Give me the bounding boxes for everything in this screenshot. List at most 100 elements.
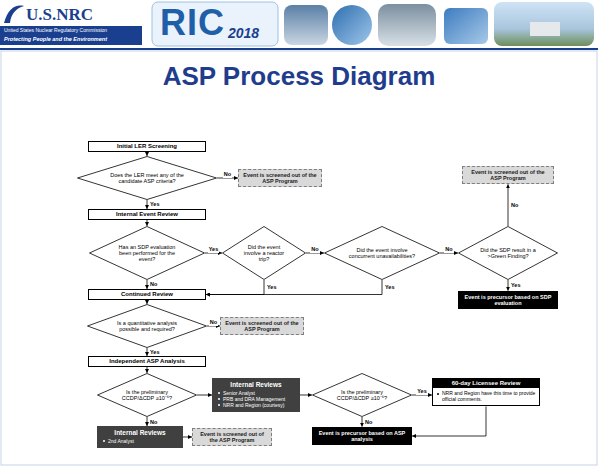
review-box: Internal ReviewsSenior AnalystPRB and DR…	[212, 378, 300, 412]
diamond-shape	[78, 157, 217, 200]
diamond-shape	[325, 227, 440, 280]
header-photo	[444, 8, 488, 44]
flow-arrow	[183, 436, 192, 437]
decision-text: Is the preliminary CCDP/ΔCDP ≥10⁻⁶?	[332, 389, 392, 401]
bullet-item: PRB and DRA Management	[216, 396, 296, 402]
flow-arrow	[440, 253, 458, 254]
header-photo	[494, 2, 594, 46]
flow-arrow	[205, 253, 222, 254]
flow-arrow	[207, 326, 220, 327]
agency-tagline: Protecting People and the Environment	[4, 36, 107, 42]
decision-diamond: Is the preliminary CCDP/ΔCDP ≥10⁻⁶?	[312, 373, 412, 417]
edge-label: No	[444, 246, 453, 252]
screen-out-box: Event is screened out of the ASP Program	[220, 317, 304, 336]
screen-out-box: Event is screened out of the ASP Program	[462, 166, 554, 185]
slide-frame	[1, 51, 597, 465]
diamond-shape	[313, 374, 412, 417]
decision-diamond: Does the LER meet any of the candidate A…	[77, 156, 217, 200]
decision-diamond: Is the preliminary CCDP/ΔCDP ≥10⁻⁶?	[97, 373, 197, 417]
section-band: Independent ASP Analysis	[88, 356, 206, 367]
diamond-shape	[223, 227, 306, 280]
flow-arrow	[147, 220, 148, 226]
header-photo	[378, 4, 436, 46]
diamond-shape	[98, 374, 197, 417]
decision-diamond: Has an SDP evaluation been performed for…	[89, 226, 205, 280]
precursor-box: Event is precursor based on SDP evaluati…	[458, 291, 558, 310]
box-heading: 60-day Licensee Review	[432, 378, 540, 389]
ric-logo-panel	[152, 2, 278, 46]
edge-label: No	[209, 319, 218, 325]
decision-text: Is the preliminary CCDP/ΔCDP ≥10⁻⁶?	[117, 389, 177, 401]
section-heading: Initial LER Screening	[117, 143, 177, 150]
nrc-band	[0, 26, 142, 45]
section-heading: Independent ASP Analysis	[109, 358, 184, 365]
flow-arrow	[147, 280, 148, 289]
flow-arrow	[306, 253, 324, 254]
decision-text: Did the event involve a reactor trip?	[239, 244, 289, 262]
edge-label: No	[149, 281, 158, 287]
bullet-item: Senior Analyst	[216, 390, 296, 396]
edge-label: No	[149, 419, 158, 425]
edge-label: No	[310, 246, 319, 252]
precursor-box: Event is precursor based on ASP analysis	[312, 427, 412, 446]
edge-label: Yes	[384, 284, 395, 290]
box-text: Event is precursor based on SDP evaluati…	[462, 294, 554, 307]
edge-label: No	[510, 202, 519, 208]
decision-diamond: Did the event involve a reactor trip?	[222, 226, 306, 280]
section-band: Continued Review	[88, 289, 206, 300]
flow-arrow	[147, 367, 148, 373]
flow-arrow	[147, 348, 148, 356]
bullet-item: 2nd Analyst	[101, 438, 179, 444]
box-text: Event is screened out of the ASP Program	[197, 431, 267, 444]
box-heading: Internal Reviews	[216, 381, 296, 389]
nrc-emblem	[4, 6, 24, 23]
flow-arrow	[206, 280, 382, 295]
bullet-item: NRR and Region (courtesy)	[216, 402, 296, 408]
diamond-shape	[88, 305, 207, 348]
slide-title: ASP Process Diagram	[0, 62, 598, 92]
flow-arrow	[147, 200, 148, 209]
decision-text: Has an SDP evaluation been performed for…	[112, 244, 182, 262]
flow-arrow	[147, 300, 148, 304]
review-box: Internal Reviews2nd Analyst	[97, 426, 183, 448]
agency-name: United States Nuclear Regulatory Commiss…	[4, 28, 107, 34]
flow-arrow	[147, 152, 148, 156]
review-box: 60-day Licensee ReviewNRR and Region hav…	[432, 378, 540, 407]
edge-label: No	[223, 171, 232, 177]
flow-arrow	[508, 280, 509, 291]
section-heading: Internal Event Review	[116, 211, 178, 218]
logo-wordmark: U.S.NRC	[26, 6, 93, 23]
conference-year: 2018	[228, 26, 259, 40]
decision-text: Is a quantitative analysis possible and …	[111, 320, 183, 332]
photo-building	[530, 22, 560, 36]
flow-arrow	[147, 417, 148, 426]
screen-out-box: Event is screened out of the ASP Program	[238, 169, 322, 188]
decision-text: Did the event involve concurrent unavail…	[347, 247, 417, 259]
decision-text: Does the LER meet any of the candidate A…	[105, 172, 189, 184]
header-photo	[332, 5, 372, 45]
flow-arrow	[206, 280, 264, 295]
flow-arrow	[412, 406, 486, 436]
decision-diamond: Did the SDP result in a >Green Finding?	[458, 226, 558, 280]
edge-label: Yes	[149, 349, 160, 355]
box-text: Event is screened out of the ASP Program	[243, 172, 317, 185]
flow-arrow	[300, 394, 312, 395]
edge-label: Yes	[510, 282, 521, 288]
edge-label: Yes	[208, 246, 219, 252]
box-text: Event is screened out of the ASP Program	[467, 169, 549, 182]
box-text: Event is screened out of the ASP Program	[225, 320, 299, 333]
flow-arrow	[217, 178, 238, 179]
header-photo	[284, 5, 328, 45]
conference-logo: RIC	[160, 5, 225, 41]
edge-label: Yes	[416, 388, 427, 394]
diamond-shape	[459, 227, 558, 280]
section-band: Internal Event Review	[88, 209, 206, 220]
decision-diamond: Did the event involve concurrent unavail…	[324, 226, 440, 280]
decision-diamond: Is a quantitative analysis possible and …	[87, 304, 207, 348]
edge-label: Yes	[149, 201, 160, 207]
flow-arrow	[362, 417, 363, 427]
section-band: Initial LER Screening	[88, 141, 206, 152]
section-heading: Continued Review	[121, 291, 173, 298]
bullet-item: NRR and Region have this time to provide…	[432, 388, 540, 406]
